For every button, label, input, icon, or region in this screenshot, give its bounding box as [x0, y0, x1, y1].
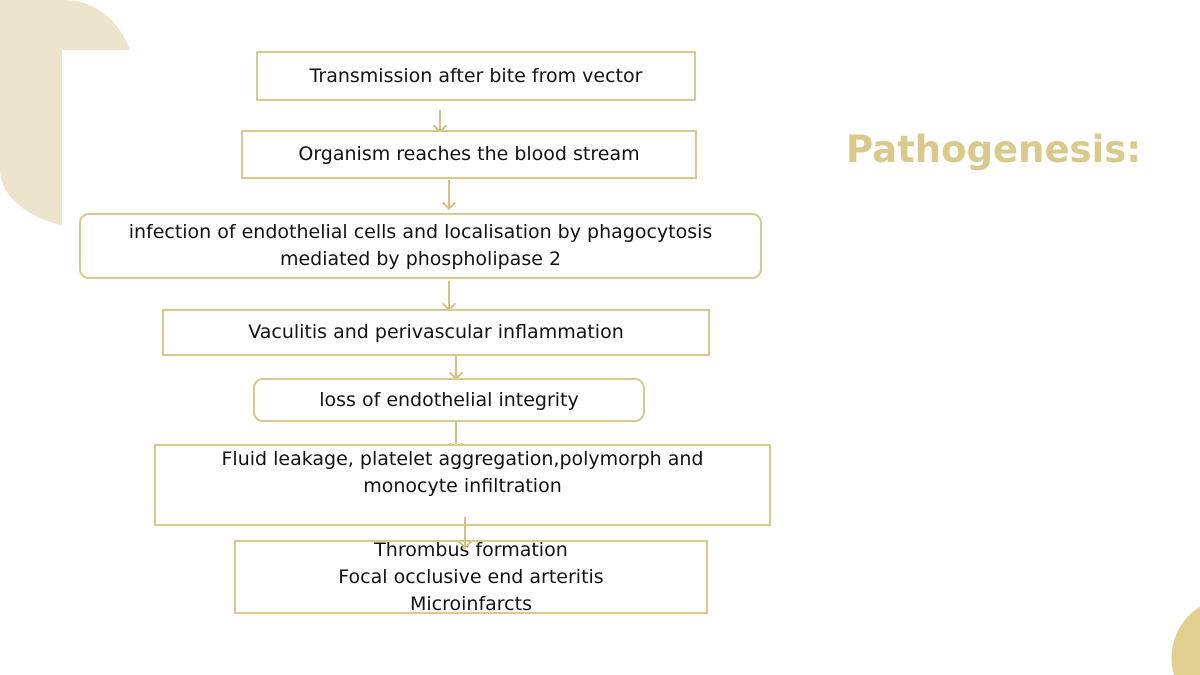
flow-step-fluid-leakage: Fluid leakage, platelet aggregation,poly… — [154, 444, 771, 526]
arrow-down-icon — [455, 350, 457, 377]
flow-step-infection: infection of endothelial cells and local… — [79, 213, 762, 279]
decorative-circle-bottom-right — [1160, 590, 1200, 675]
flow-step-endothelial-loss: loss of endothelial integrity — [253, 378, 645, 422]
flow-step-thrombus: Thrombus formation Focal occlusive end a… — [234, 539, 708, 615]
slide-title: Pathogenesis: — [846, 128, 1142, 171]
flow-step-transmission: Transmission after bite from vector — [256, 51, 696, 101]
arrow-down-icon — [448, 180, 450, 207]
flow-step-bloodstream: Organism reaches the blood stream — [241, 130, 697, 179]
arrow-down-icon — [464, 517, 466, 546]
arrow-down-icon — [455, 422, 457, 448]
arrow-down-icon — [439, 110, 441, 130]
arrow-down-icon — [448, 281, 450, 308]
flow-step-vasculitis: Vaculitis and perivascular inflammation — [162, 309, 710, 356]
